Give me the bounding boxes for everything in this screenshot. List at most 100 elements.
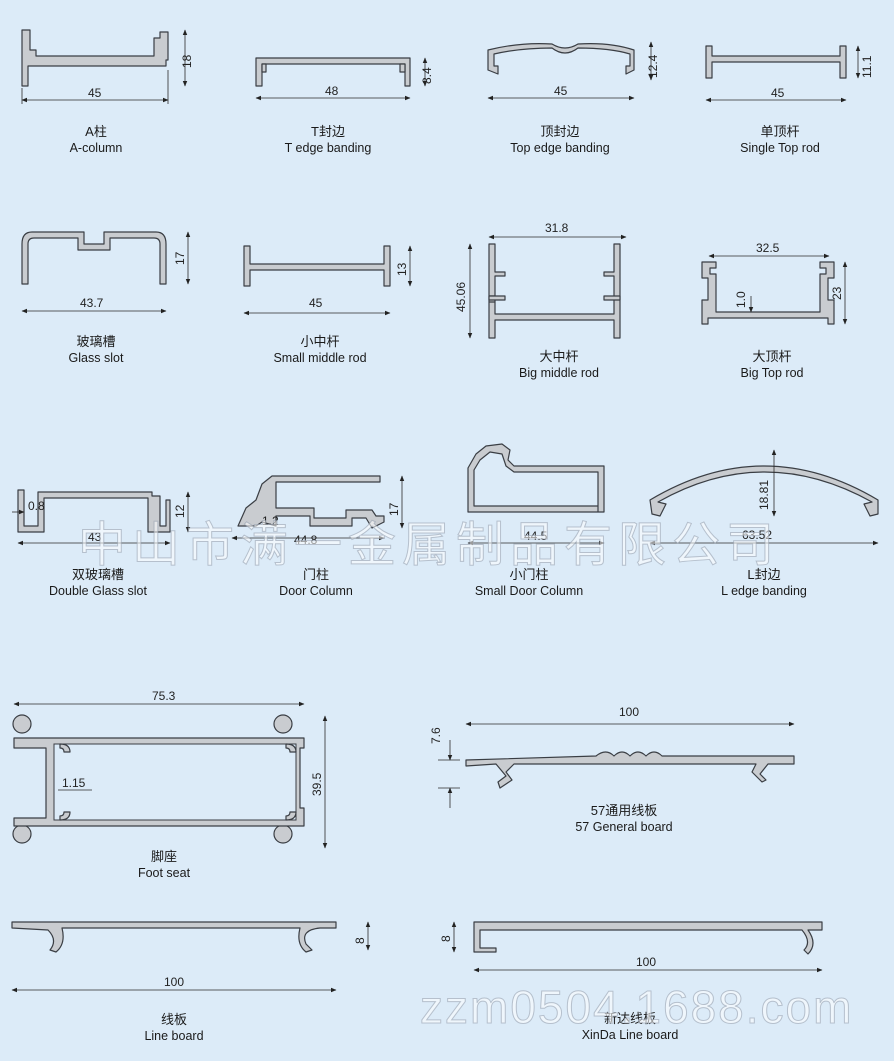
caption-door-column: 门柱 Door Column [216,567,416,599]
caption-en: Glass slot [68,351,124,365]
caption-t-edge: T封边 T edge banding [228,124,428,156]
caption-cn: 玻璃槽 [76,334,116,349]
xinda-line-board-drawing: 100 8 [439,921,823,973]
caption-single-top-rod: 单顶杆 Single Top rod [680,124,880,156]
small-door-column-width: 44.5 [524,529,548,543]
foot-seat-width: 75.3 [152,689,176,703]
caption-cn: 线板 [160,1012,187,1027]
double-glass-slot-wall: 0.8 [28,499,45,513]
big-top-rod-width: 32.5 [756,241,780,255]
general-board-drawing: 100 7.6 [429,705,795,808]
caption-en: Foot seat [137,866,191,880]
caption-line-board: 线板 Line board [74,1012,274,1044]
small-middle-rod-width: 45 [309,296,323,310]
a-column-drawing: 45 18 [21,29,194,104]
double-glass-slot-width: 43 [88,530,102,544]
single-top-rod-drawing: 45 11.1 [705,45,874,103]
caption-cn: 门柱 [302,567,329,582]
caption-cn: A柱 [85,124,107,139]
small-middle-rod-drawing: 45 13 [243,245,413,316]
caption-en: XinDa Line board [581,1028,679,1042]
l-edge-height: 18.81 [757,480,771,510]
small-door-column-drawing: 44.5 [467,443,605,546]
caption-en: Line board [144,1029,204,1043]
caption-en: Small Door Column [474,584,584,598]
caption-cn: 脚座 [150,849,177,864]
big-middle-rod-drawing: 31.8 45.06 [454,221,627,339]
caption-cn: 双玻璃槽 [71,567,124,582]
caption-cn: 新达线板 [603,1011,656,1026]
big-middle-rod-width: 31.8 [545,221,569,235]
door-column-wall: 1.2 [262,514,279,528]
foot-seat-wall: 1.15 [62,776,86,790]
top-edge-height: 12.4 [646,54,660,78]
caption-en: Door Column [279,584,353,598]
line-board-height: 8 [353,937,367,944]
glass-slot-drawing: 43.7 17 [21,231,191,314]
caption-cn: L封边 [747,567,781,582]
xinda-line-board-width: 100 [636,955,656,969]
caption-top-edge: 顶封边 Top edge banding [460,124,660,156]
caption-cn: 单顶杆 [760,124,800,139]
caption-en: Top edge banding [510,141,610,155]
a-column-height: 18 [180,54,194,68]
a-column-width: 45 [88,86,102,100]
caption-cn: T封边 [311,124,345,139]
line-board-drawing: 100 8 [11,921,371,993]
door-column-width: 44.8 [294,533,318,547]
caption-cn: 57通用线板 [590,803,658,818]
small-middle-rod-height: 13 [395,262,409,276]
caption-en: L edge banding [721,584,807,598]
single-top-rod-height: 11.1 [860,55,874,78]
caption-a-column: A柱 A-column [0,124,196,156]
glass-slot-height: 17 [173,251,187,265]
foot-seat-height: 39.5 [310,772,324,796]
caption-glass-slot: 玻璃槽 Glass slot [0,334,196,366]
top-edge-drawing: 45 12.4 [487,41,660,101]
t-edge-drawing: 48 8.4 [255,57,434,101]
caption-cn: 大中杆 [539,349,579,364]
big-middle-rod-height: 45.06 [454,282,468,312]
caption-big-middle-rod: 大中杆 Big middle rod [459,349,659,381]
caption-small-middle-rod: 小中杆 Small middle rod [220,334,420,366]
caption-cn: 顶封边 [540,124,580,139]
foot-seat-drawing: 75.3 39.5 1.15 [12,689,328,849]
t-edge-height: 8.4 [420,67,434,84]
l-edge-drawing: 63.52 18.81 [649,449,879,546]
top-edge-width: 45 [554,84,568,98]
caption-en: Big Top rod [740,366,804,380]
general-board-width: 100 [619,705,639,719]
door-column-drawing: 44.8 17 1.2 [231,475,405,547]
caption-en: Small middle rod [273,351,367,365]
caption-big-top-rod: 大顶杆 Big Top rod [672,349,872,381]
caption-xinda-line-board: 新达线板 XinDa Line board [530,1011,730,1043]
caption-cn: 小门柱 [509,567,549,582]
xinda-line-board-height: 8 [439,935,453,942]
glass-slot-width: 43.7 [80,296,104,310]
caption-en: 57 General board [575,820,673,834]
caption-en: T edge banding [284,141,372,155]
caption-small-door-column: 小门柱 Small Door Column [429,567,629,599]
caption-l-edge: L封边 L edge banding [664,567,864,599]
line-board-width: 100 [164,975,184,989]
caption-en: Double Glass slot [49,584,147,598]
caption-en: Big middle rod [519,366,599,380]
double-glass-slot-drawing: 0.8 43 12 [12,489,191,546]
caption-cn: 小中杆 [300,334,340,349]
single-top-rod-width: 45 [771,86,785,100]
big-top-rod-height: 23 [830,286,844,300]
caption-foot-seat: 脚座 Foot seat [64,849,264,881]
general-board-height: 7.6 [429,727,443,744]
door-column-height: 17 [387,502,401,516]
caption-double-glass-slot: 双玻璃槽 Double Glass slot [0,567,198,599]
big-top-rod-wall: 1.0 [734,291,748,308]
double-glass-slot-height: 12 [173,504,187,518]
caption-en: Single Top rod [740,141,820,155]
big-top-rod-drawing: 32.5 23 1.0 [701,241,848,325]
l-edge-width: 63.52 [742,528,772,542]
caption-cn: 大顶杆 [752,349,792,364]
t-edge-width: 48 [325,84,339,98]
caption-general-board: 57通用线板 57 General board [524,803,724,835]
caption-en: A-column [69,141,123,155]
